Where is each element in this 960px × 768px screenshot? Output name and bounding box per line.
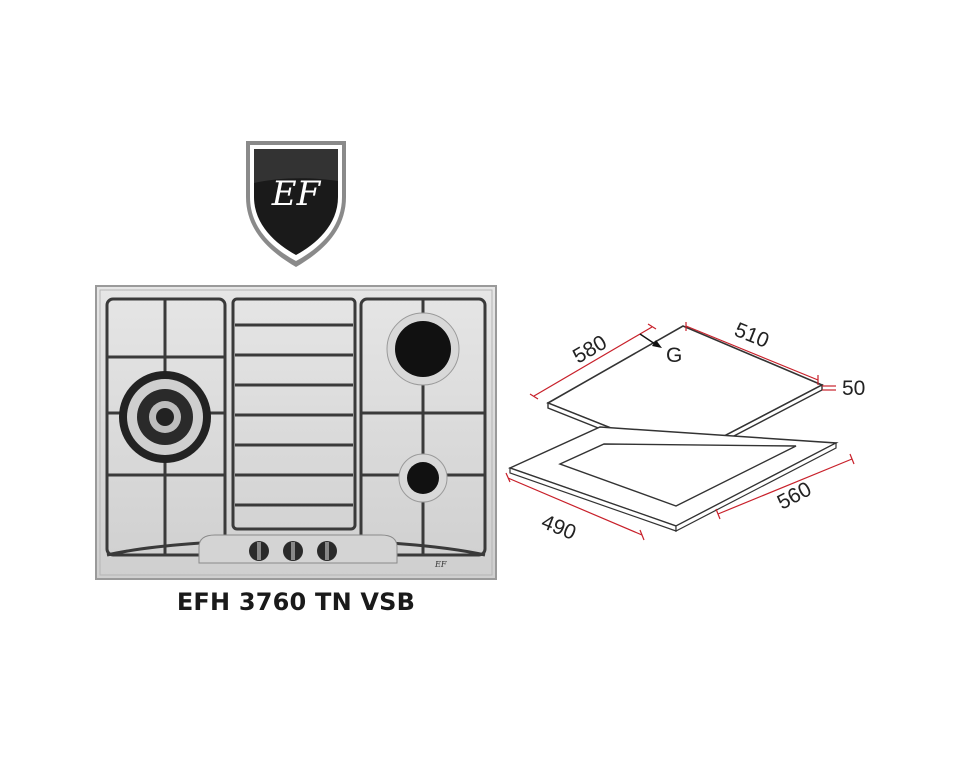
small-burner	[398, 453, 448, 503]
large-burner	[386, 312, 460, 386]
cutout-width-dimension: 560	[774, 478, 816, 515]
logo-monogram: EF	[271, 174, 322, 214]
depth-dimension: 580	[569, 331, 611, 368]
knob-1[interactable]	[249, 541, 269, 561]
gas-hob-image: EF	[95, 285, 497, 580]
cutout-depth-dimension: 490	[538, 510, 579, 544]
knob-3[interactable]	[317, 541, 337, 561]
dimension-diagram: 580 510 50 G 490 560	[505, 318, 865, 545]
knob-2[interactable]	[283, 541, 303, 561]
brand-logo: EF	[246, 141, 346, 267]
height-dimension: 50	[842, 377, 865, 400]
gas-connection-label: G	[666, 344, 682, 367]
model-name: EFH 3760 TN VSB	[176, 588, 416, 616]
hob-badge-logo: EF	[434, 560, 447, 569]
wok-burner	[119, 371, 211, 463]
